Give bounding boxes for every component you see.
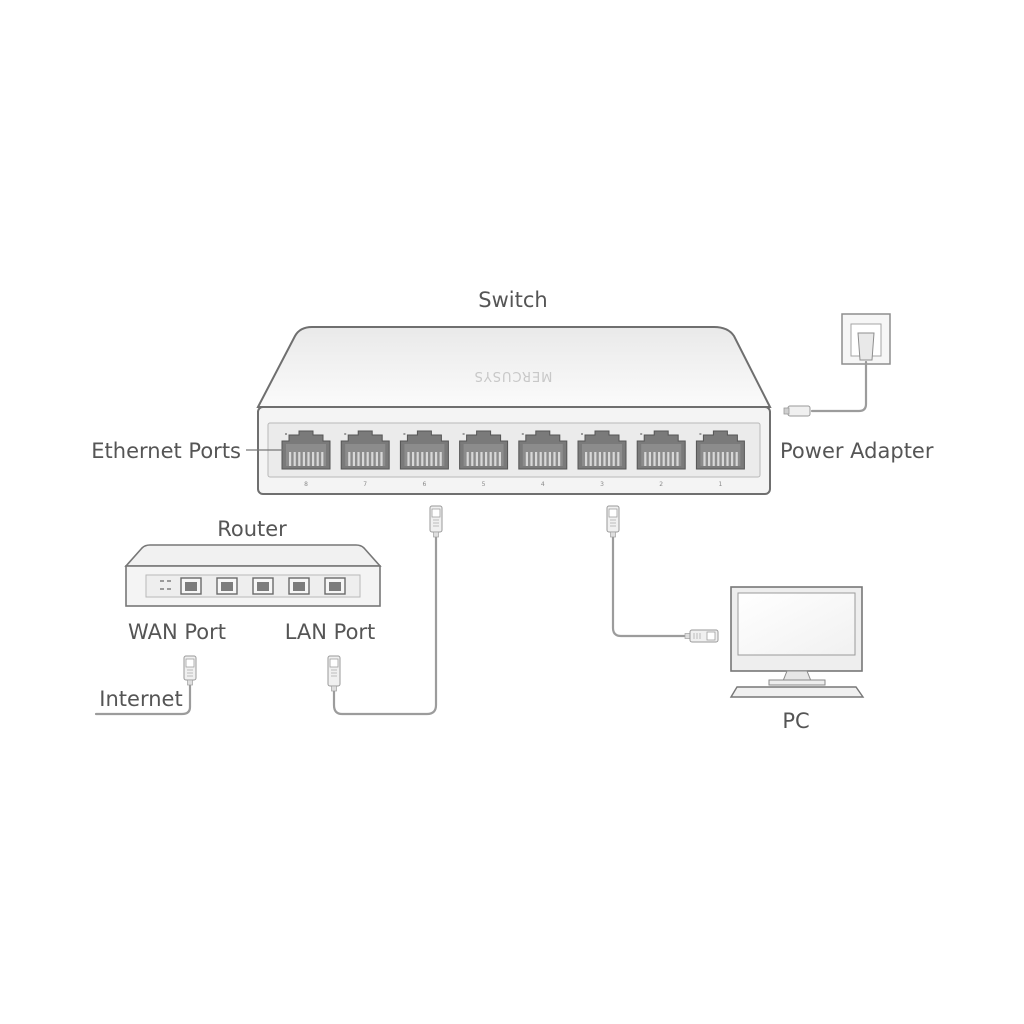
ethernet-port-icon: 2 xyxy=(636,430,686,488)
port-number-label: 4 xyxy=(541,481,545,488)
keyboard-icon xyxy=(729,686,865,698)
lan-cable xyxy=(332,534,438,716)
pc-label: PC xyxy=(782,709,809,733)
rj45-plug-group xyxy=(183,505,719,692)
switch-label: Switch xyxy=(478,288,547,312)
switch-device: MERCUSYS 8 7 6 5 4 3 2 1 xyxy=(256,326,772,495)
lan-port-label: LAN Port xyxy=(285,620,376,644)
ethernet-ports-label: Ethernet Ports xyxy=(91,439,241,463)
router-device xyxy=(124,544,382,607)
port-number-label: 2 xyxy=(659,481,663,488)
ethernet-port-icon: 1 xyxy=(695,430,745,488)
switch-port-group: 8 7 6 5 4 3 2 1 xyxy=(281,430,745,488)
rj45-plug-icon xyxy=(327,655,341,692)
ethernet-port-icon: 3 xyxy=(577,430,627,488)
rj45-plug-icon xyxy=(606,505,620,538)
port-number-label: 7 xyxy=(363,481,367,488)
internet-label: Internet xyxy=(99,687,182,711)
port-number-label: 8 xyxy=(304,481,308,488)
router-led-icon xyxy=(160,580,171,590)
port-number-label: 1 xyxy=(718,481,722,488)
wall-outlet-icon xyxy=(841,313,891,365)
ethernet-port-icon: 8 xyxy=(281,430,331,488)
rj45-plug-icon xyxy=(429,505,443,538)
ethernet-port-icon: 5 xyxy=(459,430,509,488)
switch-brand-logo: MERCUSYS xyxy=(474,368,553,383)
router-port-icon xyxy=(288,577,310,595)
internet-cable xyxy=(94,682,192,716)
router-port-icon xyxy=(216,577,238,595)
ethernet-port-icon: 4 xyxy=(518,430,568,488)
router-label: Router xyxy=(217,517,287,541)
wan-port-label: WAN Port xyxy=(128,620,226,644)
power-adapter-label: Power Adapter xyxy=(780,439,934,463)
port-number-label: 3 xyxy=(600,481,604,488)
rj45-plug-icon xyxy=(183,655,197,686)
port-number-label: 6 xyxy=(422,481,426,488)
ethernet-port-icon: 7 xyxy=(340,430,390,488)
pc-cable xyxy=(611,534,690,638)
router-port-icon xyxy=(252,577,274,595)
router-port-icon xyxy=(180,577,202,595)
port-number-label: 5 xyxy=(482,481,486,488)
rj45-plug-icon xyxy=(684,629,719,643)
router-port-icon xyxy=(324,577,346,595)
power-cable xyxy=(783,360,868,417)
ethernet-port-icon: 6 xyxy=(399,430,449,488)
pc-monitor-icon xyxy=(730,586,863,686)
router-port-group xyxy=(180,577,346,595)
